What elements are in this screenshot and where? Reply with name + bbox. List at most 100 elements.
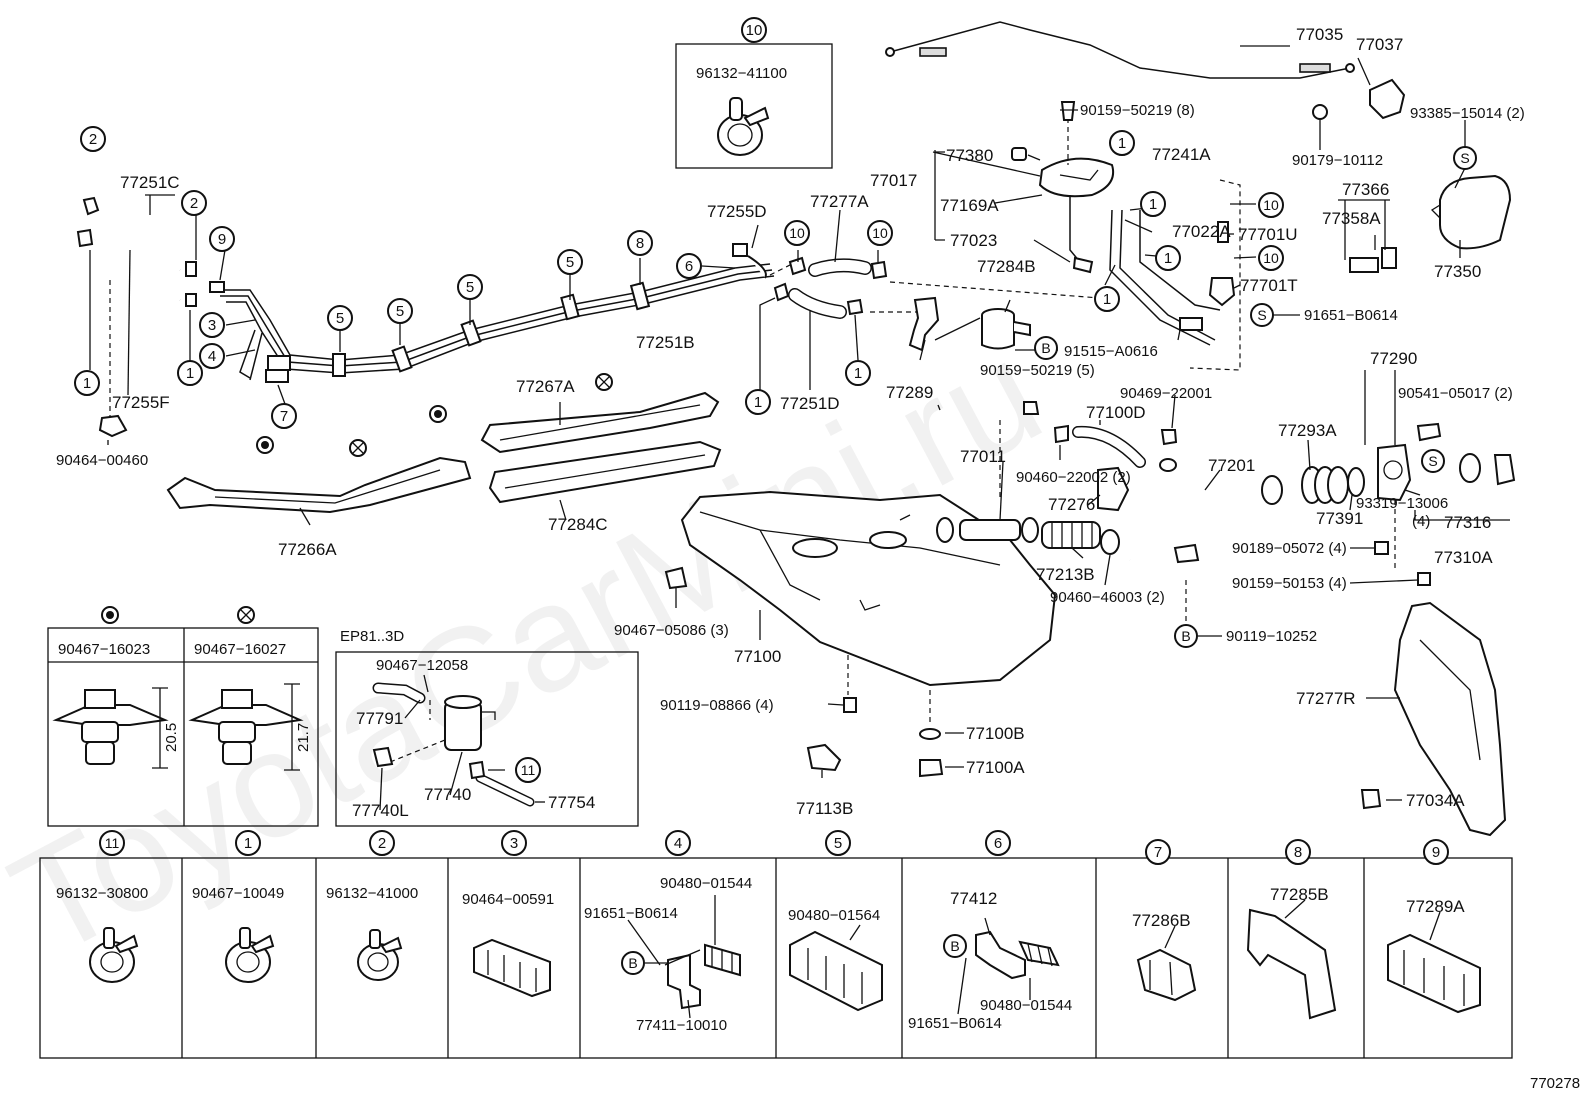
bolt-90159-50219-5 xyxy=(999,401,1040,500)
legend-part-6: 77412 xyxy=(950,889,997,908)
bracket-77023 xyxy=(934,150,945,241)
svg-text:1: 1 xyxy=(244,835,252,852)
callout-8: 8 xyxy=(627,230,653,256)
callout-4: 4 xyxy=(199,343,225,369)
label-77113B: 77113B xyxy=(796,799,853,818)
callout-1-h: 1 xyxy=(1094,286,1120,312)
svg-text:1: 1 xyxy=(186,365,194,382)
svg-text:2: 2 xyxy=(378,835,386,852)
label-77284C: 77284C xyxy=(548,515,608,534)
plate-77113B xyxy=(806,743,842,772)
legend-part-1: 90467−10049 xyxy=(192,885,284,902)
clip-b xyxy=(773,282,790,302)
svg-text:1: 1 xyxy=(854,365,862,382)
label-90467-12058: 90467−12058 xyxy=(376,657,468,674)
cap-77310A xyxy=(1493,454,1516,486)
callout-5-b: 5 xyxy=(387,298,413,324)
svg-text:5: 5 xyxy=(336,310,344,327)
label-90541-05017: 90541−05017 (2) xyxy=(1398,385,1513,402)
svg-text:10: 10 xyxy=(872,225,888,241)
hose-77251D xyxy=(788,288,847,319)
clip-d xyxy=(846,298,864,316)
clip-top-left xyxy=(82,196,100,216)
cable-77035 xyxy=(885,21,1355,79)
svg-text:3: 3 xyxy=(510,835,518,852)
callout-3: 3 xyxy=(199,312,225,338)
label-77350: 77350 xyxy=(1434,262,1481,281)
callout-1-f: 1 xyxy=(1140,191,1166,217)
clip-left xyxy=(76,228,94,248)
label-90159-50219-8: 90159−50219 (8) xyxy=(1080,102,1195,119)
cushion-77100B xyxy=(919,728,941,740)
nut-90179 xyxy=(1312,104,1328,120)
label-77201: 77201 xyxy=(1208,456,1255,475)
label-77266A: 77266A xyxy=(278,540,337,559)
svg-text:B: B xyxy=(950,938,959,954)
svg-text:6: 6 xyxy=(994,835,1002,852)
legend-part-4-extra-b: 77411−10010 xyxy=(636,1017,727,1034)
ring-77391 xyxy=(1347,467,1365,497)
callout-s-b: S xyxy=(1250,303,1274,327)
gasket-77316 xyxy=(1459,453,1481,483)
svg-text:7: 7 xyxy=(280,408,288,425)
label-91651-B0614: 91651−B0614 xyxy=(1304,307,1398,324)
label-77034A: 77034A xyxy=(1406,791,1465,810)
sender-gauge-77017 xyxy=(1038,101,1114,274)
label-91515-A0616: 91515−A0616 xyxy=(1064,343,1158,360)
callout-1-c: 1 xyxy=(745,389,771,415)
callout-1-b: 1 xyxy=(177,360,203,386)
callout-s-a: S xyxy=(1453,146,1477,170)
label-77391: 77391 xyxy=(1316,509,1363,528)
legend-part-6-extra-b: 91651−B0614 xyxy=(908,1015,1002,1032)
cap-77276 xyxy=(1097,466,1130,512)
fastener-part-1: 90467−16023 xyxy=(58,641,150,658)
callout-b-b: B xyxy=(1174,624,1198,648)
fuel-filter-77284B xyxy=(981,308,1031,350)
label-77276: 77276 xyxy=(1048,495,1095,514)
label-77213B: 77213B xyxy=(1036,565,1095,584)
label-77701T: 77701T xyxy=(1240,276,1298,295)
legend-table xyxy=(39,857,1513,1059)
screw-90159-50153 xyxy=(1417,572,1431,586)
legend-part-4-extra-a: 91651−B0614 xyxy=(584,905,678,922)
label-90189-05072: 90189−05072 (4) xyxy=(1232,540,1347,557)
label-77251D: 77251D xyxy=(780,394,840,413)
label-77284B: 77284B xyxy=(977,257,1036,276)
svg-text:B: B xyxy=(628,955,637,971)
opener-77037 xyxy=(1369,78,1406,120)
callout-1-g: 1 xyxy=(1155,245,1181,271)
svg-text:9: 9 xyxy=(218,231,226,248)
svg-text:6: 6 xyxy=(685,258,693,275)
protector-77284C xyxy=(488,440,722,504)
fastener-dim-2: 21.7 xyxy=(295,723,312,752)
fastener-part-2: 90467−16027 xyxy=(194,641,286,658)
svg-text:1: 1 xyxy=(1149,196,1157,213)
diagram-code: 770278 xyxy=(1530,1075,1580,1092)
label-77791: 77791 xyxy=(356,709,403,728)
fastener-table xyxy=(47,606,319,827)
label-77358A: 77358A xyxy=(1322,209,1381,228)
svg-text:5: 5 xyxy=(466,279,474,296)
label-90159-50153: 90159−50153 (4) xyxy=(1232,575,1347,592)
callout-1-e: 1 xyxy=(1109,130,1135,156)
label-77100A: 77100A xyxy=(966,758,1025,777)
svg-text:2: 2 xyxy=(89,131,97,148)
label-77740L: 77740L xyxy=(352,801,409,820)
label-90119-10252: 90119−10252 xyxy=(1226,628,1317,645)
valve-77701T xyxy=(1208,277,1236,307)
leader-lines xyxy=(89,45,1510,1019)
label-77035: 77035 xyxy=(1296,25,1343,44)
svg-text:1: 1 xyxy=(83,375,91,392)
part-labels: 77035 77037 90159−50219 (8) 90179−10112 … xyxy=(56,25,1580,1092)
callout-5-c: 5 xyxy=(457,274,483,300)
clip-c xyxy=(870,260,888,280)
label-77255D: 77255D xyxy=(707,202,767,221)
spring-77366 xyxy=(1338,199,1390,260)
legend-part-2: 96132−41000 xyxy=(326,885,418,902)
nut-90467-05086 xyxy=(664,566,688,590)
label-90119-08866: 90119−08866 (4) xyxy=(660,697,774,714)
label-90460-22002: 90460−22002 (2) xyxy=(1016,469,1131,486)
label-77754: 77754 xyxy=(548,793,595,812)
callout-10-d: 10 xyxy=(1258,245,1284,271)
breather-hose-77100D xyxy=(1053,424,1178,472)
